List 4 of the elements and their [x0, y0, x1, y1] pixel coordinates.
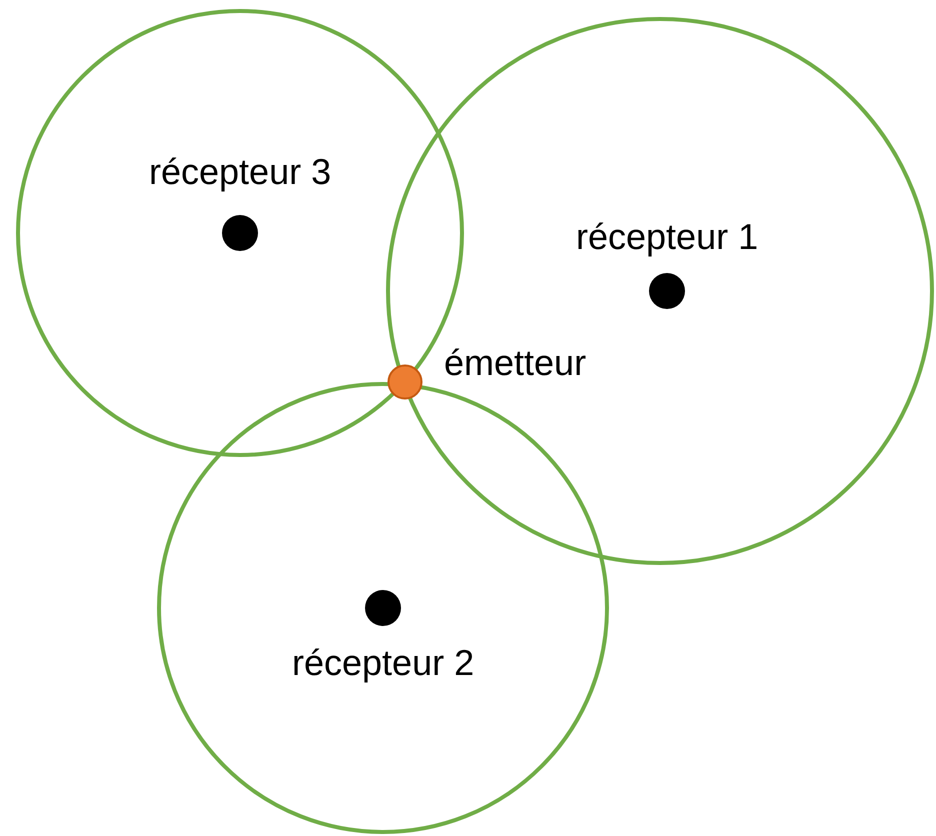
receiver-label: récepteur 2 [292, 645, 474, 681]
point-label: émetteur [444, 345, 586, 381]
receiver-label: récepteur 3 [149, 154, 332, 190]
receiver-label: récepteur 1 [576, 219, 758, 255]
